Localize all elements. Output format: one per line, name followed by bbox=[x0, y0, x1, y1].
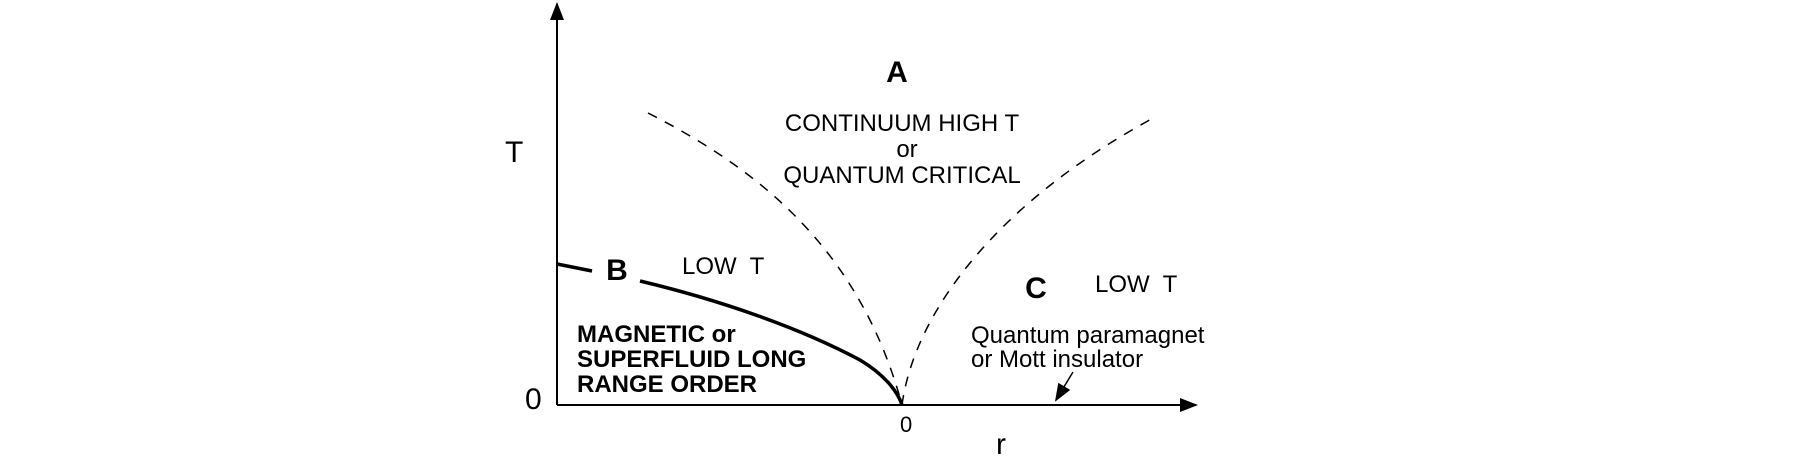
region-a-line3: QUANTUM CRITICAL bbox=[783, 162, 1020, 189]
x-origin-label: 0 bbox=[900, 412, 912, 437]
phase-boundary-line bbox=[556, 262, 904, 406]
region-b-order-line3: RANGE ORDER bbox=[577, 371, 757, 398]
region-a-line1: CONTINUUM HIGH T bbox=[785, 110, 1020, 137]
region-c-low-t: LOW T bbox=[1095, 271, 1178, 298]
region-c-phase-line2: or Mott insulator bbox=[971, 346, 1143, 373]
region-c-phase-line1: Quantum paramagnet bbox=[971, 322, 1205, 349]
x-axis-label: r bbox=[996, 428, 1006, 461]
y-origin-label: 0 bbox=[525, 383, 542, 416]
y-axis-label: T bbox=[505, 136, 523, 169]
region-c-letter: C bbox=[1025, 272, 1047, 305]
region-b-order-line1: MAGNETIC or bbox=[577, 321, 736, 348]
paramagnet-pointer-arrow bbox=[1054, 371, 1074, 402]
region-a-line2: or bbox=[896, 136, 917, 163]
region-b-low-t: LOW T bbox=[682, 253, 765, 280]
region-b-letter: B bbox=[606, 254, 628, 287]
crossover-line-right bbox=[901, 115, 1158, 406]
region-b-order-line2: SUPERFLUID LONG bbox=[577, 346, 806, 373]
region-a-letter: A bbox=[886, 56, 908, 89]
